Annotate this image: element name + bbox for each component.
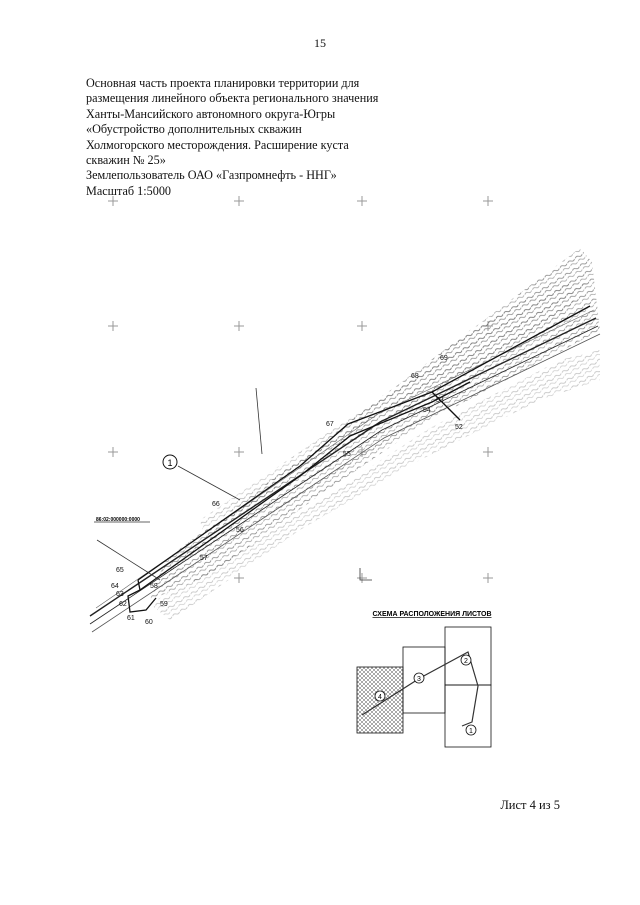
point-label: 52 (455, 424, 463, 431)
point-label: 61 (127, 615, 135, 622)
scheme-sheet-1-frame (444, 684, 492, 748)
point-label: 63 (116, 591, 124, 598)
planning-boundary (127, 305, 591, 613)
parcel-code: 86:02:000000:0000 (96, 517, 140, 523)
point-label: 69 (440, 355, 448, 362)
point-label: 64 (111, 583, 119, 590)
point-label: 62 (119, 601, 127, 608)
sheet-layout-scheme: СХЕМА РАСПОЛОЖЕНИЯ ЛИСТОВ 4 3 2 1 (356, 611, 492, 748)
point-labels: 69 68 67 66 65 64 63 62 61 60 59 58 57 5… (111, 355, 463, 626)
page-number: 15 (314, 36, 326, 50)
scheme-sheet-label: 1 (469, 728, 473, 735)
scheme-sheet-4-frame (356, 666, 404, 734)
point-label: 67 (326, 421, 334, 428)
scale-line: Масштаб 1:5000 (86, 183, 172, 198)
title-line: скважин № 25» (86, 153, 166, 168)
survey-lines (94, 387, 372, 581)
scheme-sheet-label: 2 (464, 658, 468, 665)
point-label: 65 (116, 567, 124, 574)
title-line: Холмогорского месторождения. Расширение … (86, 137, 349, 152)
point-label: 68 (411, 373, 419, 380)
title-line: «Обустройство дополнительных скважин (86, 122, 302, 137)
land-user-line: Землепользователь ОАО «Газпромнефть - НН… (86, 168, 337, 183)
title-line: размещения линейного объекта регионально… (86, 91, 379, 106)
point-label: 57 (200, 555, 208, 562)
callout-circle (162, 454, 178, 470)
point-label: 59 (160, 601, 168, 608)
title-line: Ханты-Мансийского автономного округа-Югр… (86, 106, 336, 121)
title-block: Основная часть проекта планировки террит… (86, 76, 386, 199)
point-label: 55 (343, 451, 351, 458)
callout-number: 1 (167, 458, 172, 468)
point-label: 53 (436, 397, 444, 404)
point-label: 60 (145, 619, 153, 626)
scheme-sheet-label: 4 (378, 694, 382, 701)
title-line: Основная часть проекта планировки террит… (86, 76, 360, 90)
terrain-area (150, 248, 600, 620)
scheme-title: СХЕМА РАСПОЛОЖЕНИЯ ЛИСТОВ (373, 611, 492, 618)
point-label: 58 (150, 583, 158, 590)
point-label: 54 (423, 407, 431, 414)
sheet-label: Лист 4 из 5 (500, 798, 560, 812)
scheme-sheet-label: 3 (417, 676, 421, 683)
point-label: 56 (236, 527, 244, 534)
point-label: 66 (212, 501, 220, 508)
